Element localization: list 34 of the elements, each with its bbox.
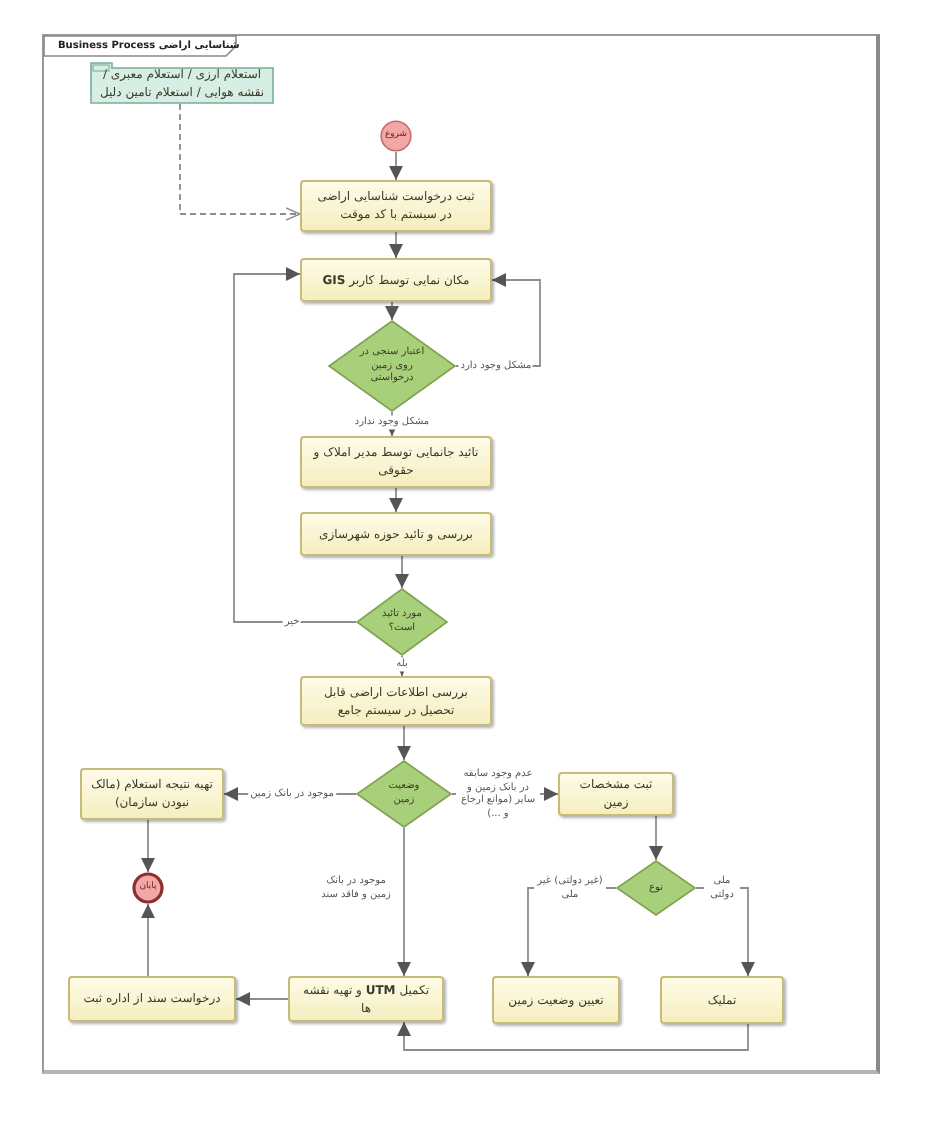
activity-box — [68, 976, 236, 1022]
arrow — [385, 301, 399, 321]
dashed-arrow — [179, 103, 301, 221]
start-circle — [380, 120, 412, 152]
arrow — [397, 1021, 749, 1051]
arrow — [389, 151, 403, 181]
arrow — [141, 819, 155, 873]
activity-box — [558, 772, 674, 816]
arrow — [649, 815, 663, 861]
activity-box — [492, 976, 620, 1024]
arrow — [235, 992, 289, 1006]
arrow — [389, 231, 403, 259]
note-card — [90, 62, 274, 104]
arrow — [233, 267, 357, 623]
decision-diamond — [356, 588, 448, 656]
decision-diamond — [356, 760, 452, 828]
process-frame — [42, 34, 880, 1074]
activity-box — [660, 976, 784, 1024]
activity-box — [288, 976, 444, 1022]
arrow — [395, 555, 409, 589]
decision-diamond — [328, 320, 456, 412]
activity-box — [300, 258, 492, 302]
arrow — [141, 903, 155, 977]
activity-box — [300, 180, 492, 232]
end-circle — [132, 872, 164, 904]
arrow — [695, 887, 755, 977]
arrow — [397, 827, 411, 977]
arrow — [397, 725, 411, 761]
activity-box — [300, 512, 492, 556]
arrow — [389, 487, 403, 513]
activity-box — [300, 436, 492, 488]
activity-box — [80, 768, 224, 820]
activity-box — [300, 676, 492, 726]
decision-diamond — [616, 860, 696, 916]
